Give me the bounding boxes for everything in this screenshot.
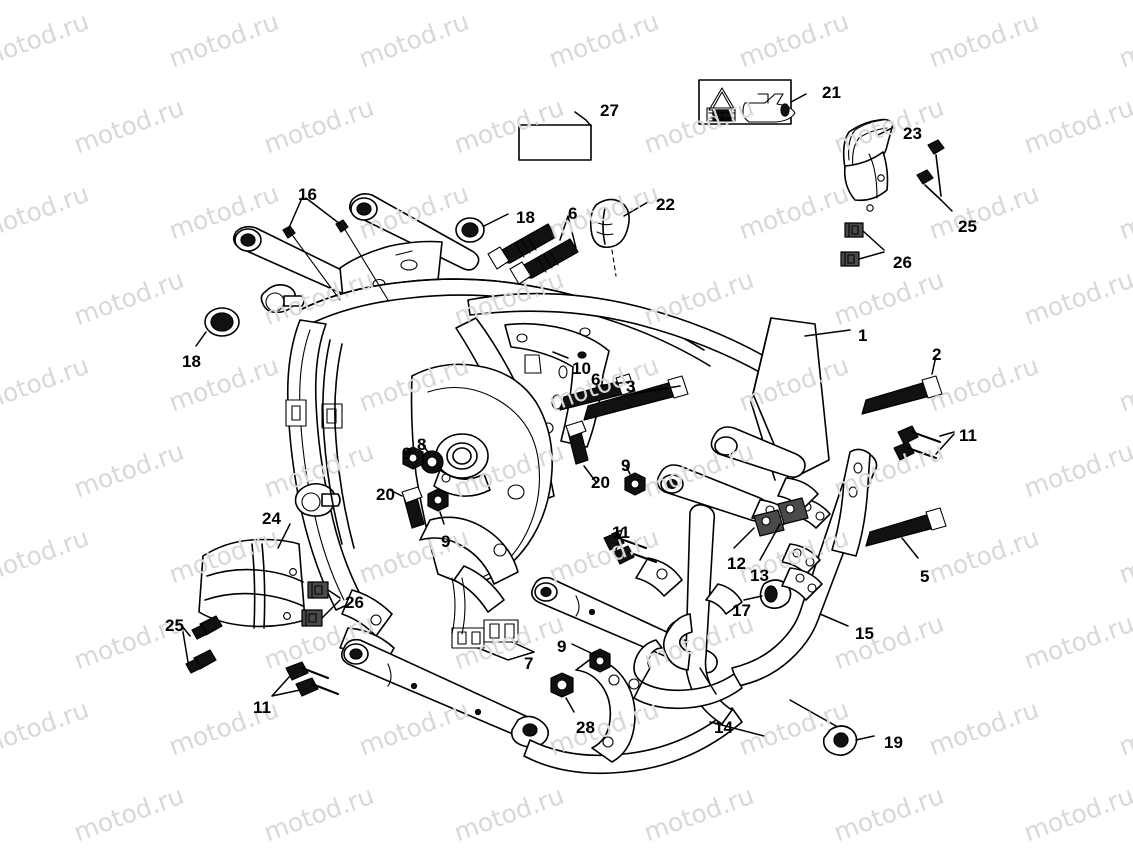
callout-number-26[interactable]: 26: [893, 253, 912, 272]
callout-number-9[interactable]: 9: [557, 637, 567, 656]
callout-number-1[interactable]: 1: [858, 326, 868, 345]
part-27-blank-decal-plate: [518, 111, 592, 161]
callout-number-11[interactable]: 11: [612, 523, 630, 542]
callout-number-28[interactable]: 28: [576, 718, 595, 737]
part-18-grommet-center: [455, 213, 509, 243]
part-22-rubber-cap: [589, 198, 649, 277]
callout-number-2[interactable]: 2: [932, 345, 942, 364]
frame-right-pivot-tubes: [656, 426, 871, 610]
part-26-guard-clips-lower: [301, 581, 341, 627]
callout-number-12[interactable]: 12: [727, 554, 746, 573]
part-28-flange-nut: [550, 672, 575, 713]
part-20-short-bolt-center: [565, 420, 597, 483]
part-26-guard-clips-upper: [840, 222, 885, 267]
part-25-guard-screws-lower: [177, 615, 223, 674]
callout-number-3[interactable]: 3: [626, 377, 636, 396]
part-3-long-bolt: [583, 375, 689, 421]
callout-number-17[interactable]: 17: [732, 601, 751, 620]
callout-number-7[interactable]: 7: [524, 654, 534, 673]
callout-number-15[interactable]: 15: [855, 624, 874, 643]
callout-number-26[interactable]: 26: [345, 593, 364, 612]
callout-number-20[interactable]: 20: [376, 485, 395, 504]
callout-number-10[interactable]: 10: [572, 359, 591, 378]
part-18-grommet-left: [195, 307, 240, 347]
callout-number-6[interactable]: 6: [591, 370, 601, 389]
callout-number-20[interactable]: 20: [591, 473, 610, 492]
frame-lower-rails: [340, 557, 743, 775]
callout-number-6[interactable]: 6: [568, 204, 578, 223]
callout-number-18[interactable]: 18: [516, 208, 535, 227]
callout-number-14[interactable]: 14: [714, 718, 733, 737]
part-24-frame-cover-guard: [198, 523, 306, 629]
part-23-heat-shield-guard: [842, 118, 895, 212]
callout-number-16[interactable]: 16: [298, 185, 317, 204]
callout-number-9[interactable]: 9: [441, 532, 451, 551]
callout-number-22[interactable]: 22: [656, 195, 675, 214]
part-21-warning-decal: [698, 79, 807, 125]
part-6-hex-bolts-upper: [487, 215, 579, 285]
callout-number-19[interactable]: 19: [884, 733, 903, 752]
callout-number-13[interactable]: 13: [750, 566, 769, 585]
callout-number-18[interactable]: 18: [182, 352, 201, 371]
callout-number-8[interactable]: 8: [417, 435, 427, 454]
part-6-hex-bolt-center: [559, 373, 636, 411]
part-9-nuts: [402, 446, 646, 673]
frame-engine-cradle: [410, 322, 610, 661]
part-5-long-bolt-lower: [865, 507, 947, 559]
callout-number-5[interactable]: 5: [920, 567, 930, 586]
part-20-short-bolt-left: [389, 486, 425, 529]
callout-number-25[interactable]: 25: [165, 616, 184, 635]
part-11-socket-bolts-lower-left: [271, 661, 340, 697]
callout-number-9[interactable]: 9: [402, 444, 412, 463]
part-2-long-bolt: [861, 355, 943, 415]
part-8-washer: [420, 443, 444, 474]
part-11-socket-bolts-right: [893, 425, 955, 461]
callout-number-11[interactable]: 11: [253, 698, 271, 717]
callout-number-27[interactable]: 27: [600, 101, 619, 120]
part-16-frame-plugs: [282, 197, 389, 301]
callout-number-25[interactable]: 25: [958, 217, 977, 236]
callout-number-24[interactable]: 24: [262, 509, 281, 528]
callout-number-9[interactable]: 9: [621, 456, 631, 475]
callout-number-21[interactable]: 21: [822, 83, 841, 102]
callout-leaders: [699, 329, 851, 737]
part-11-socket-bolts-center: [603, 529, 658, 565]
callout-number-23[interactable]: 23: [903, 124, 922, 143]
callout-number-11[interactable]: 11: [959, 426, 977, 445]
part-25-guard-rivets-upper: [916, 139, 953, 212]
